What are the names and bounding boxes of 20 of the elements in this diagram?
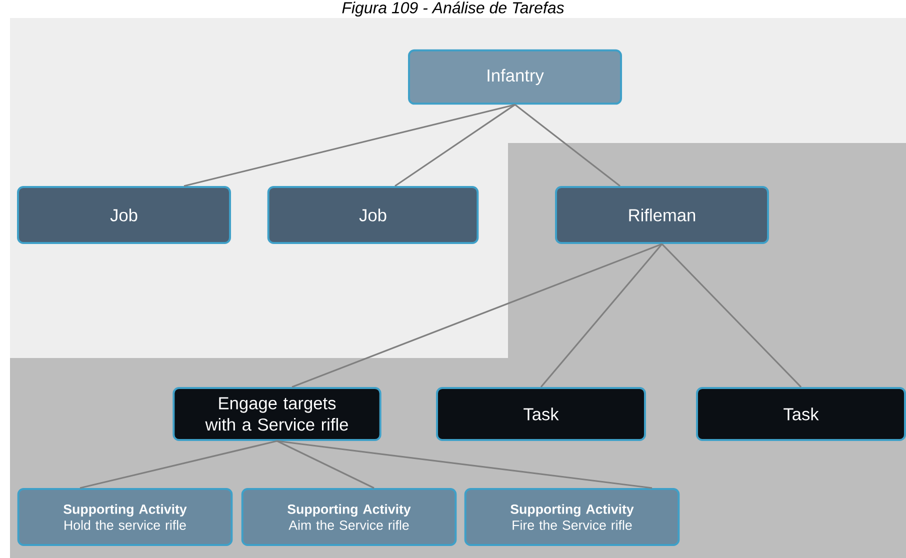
task-box: Engage targets with a Service rifle [172,387,382,441]
activity-box: Supporting Activity Aim the Service rifle [241,488,457,546]
job-box: Job [267,186,479,244]
connector-line [394,104,516,187]
connector-line [276,440,374,489]
task-box: Task [696,387,906,441]
connector-line [292,243,662,388]
task-box: Task [436,387,646,441]
connector-line [540,244,663,388]
connector-line [514,104,620,187]
figure-title: Figura 109 - Análise de Tarefas [342,1,564,17]
connector-line [276,440,652,489]
activity-box: Supporting Activity Fire the Service rifle [464,488,680,546]
activity-box: Supporting Activity Hold the service rifle [17,488,233,546]
category-box: Infantry [408,49,622,105]
connector-line [80,440,278,489]
job-box: Rifleman [555,186,769,244]
connector-line [661,243,802,388]
job-box: Job [17,186,231,244]
connector-line [184,104,516,187]
